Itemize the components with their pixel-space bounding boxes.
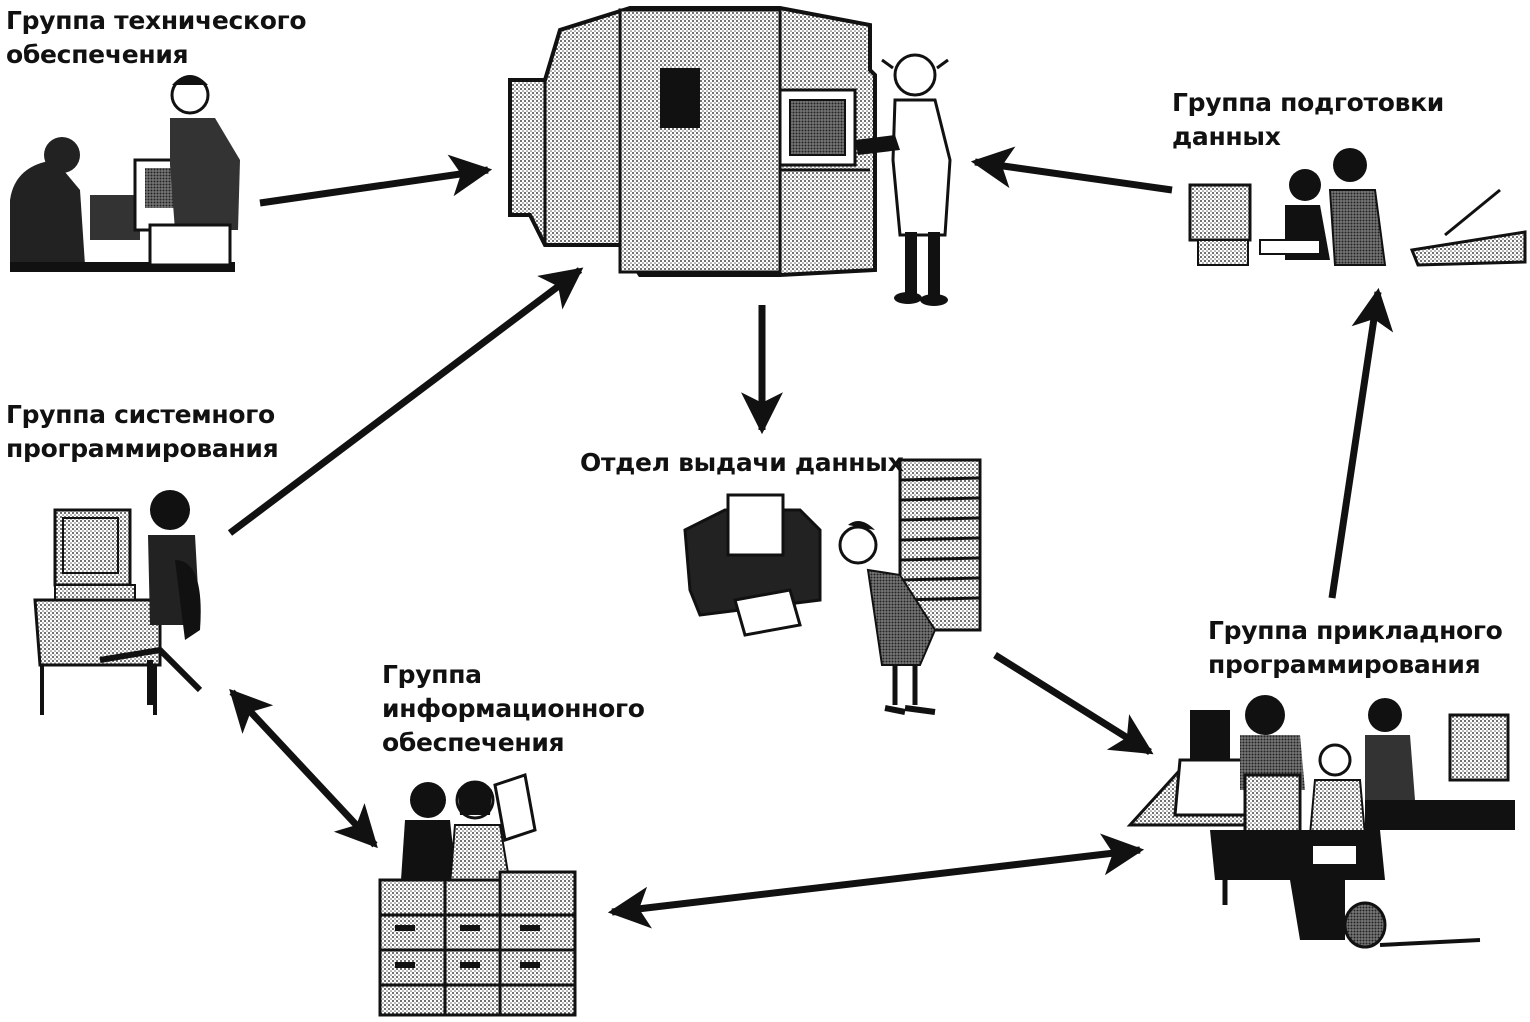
app-prog-illustration	[1126, 695, 1515, 949]
sys-prog-illustration	[33, 490, 203, 715]
label-info-support: Группа информационного обеспечения	[382, 660, 645, 757]
info-support-illustration	[378, 773, 577, 1017]
label-app-prog: Группа прикладного программирования	[1208, 616, 1503, 679]
arrow-appprog-to-dataprep	[1328, 287, 1394, 599]
label-tech-support: Группа технического обеспечения	[6, 6, 307, 69]
output-dept-illustration	[683, 458, 982, 715]
label-output-dept: Отдел выдачи данных	[580, 448, 904, 477]
label-sys-prog: Группа системного программирования	[6, 400, 279, 463]
mainframe-illustration	[508, 6, 952, 306]
arrow-dataprep-to-mainframe	[970, 146, 1173, 194]
arrow-output-to-appprog	[993, 652, 1154, 755]
filing-cabinets-icon	[378, 870, 577, 1017]
arrow-sysprog-info	[229, 688, 378, 849]
tech-support-illustration	[10, 75, 240, 272]
arrow-tech-to-mainframe	[259, 154, 493, 207]
data-prep-illustration	[1188, 148, 1527, 267]
label-data-prep: Группа подготовки данных	[1172, 88, 1444, 151]
arrow-info-appprog	[607, 833, 1145, 929]
arrow-sysprog-to-mainframe	[227, 267, 584, 536]
arrows	[227, 146, 1394, 929]
